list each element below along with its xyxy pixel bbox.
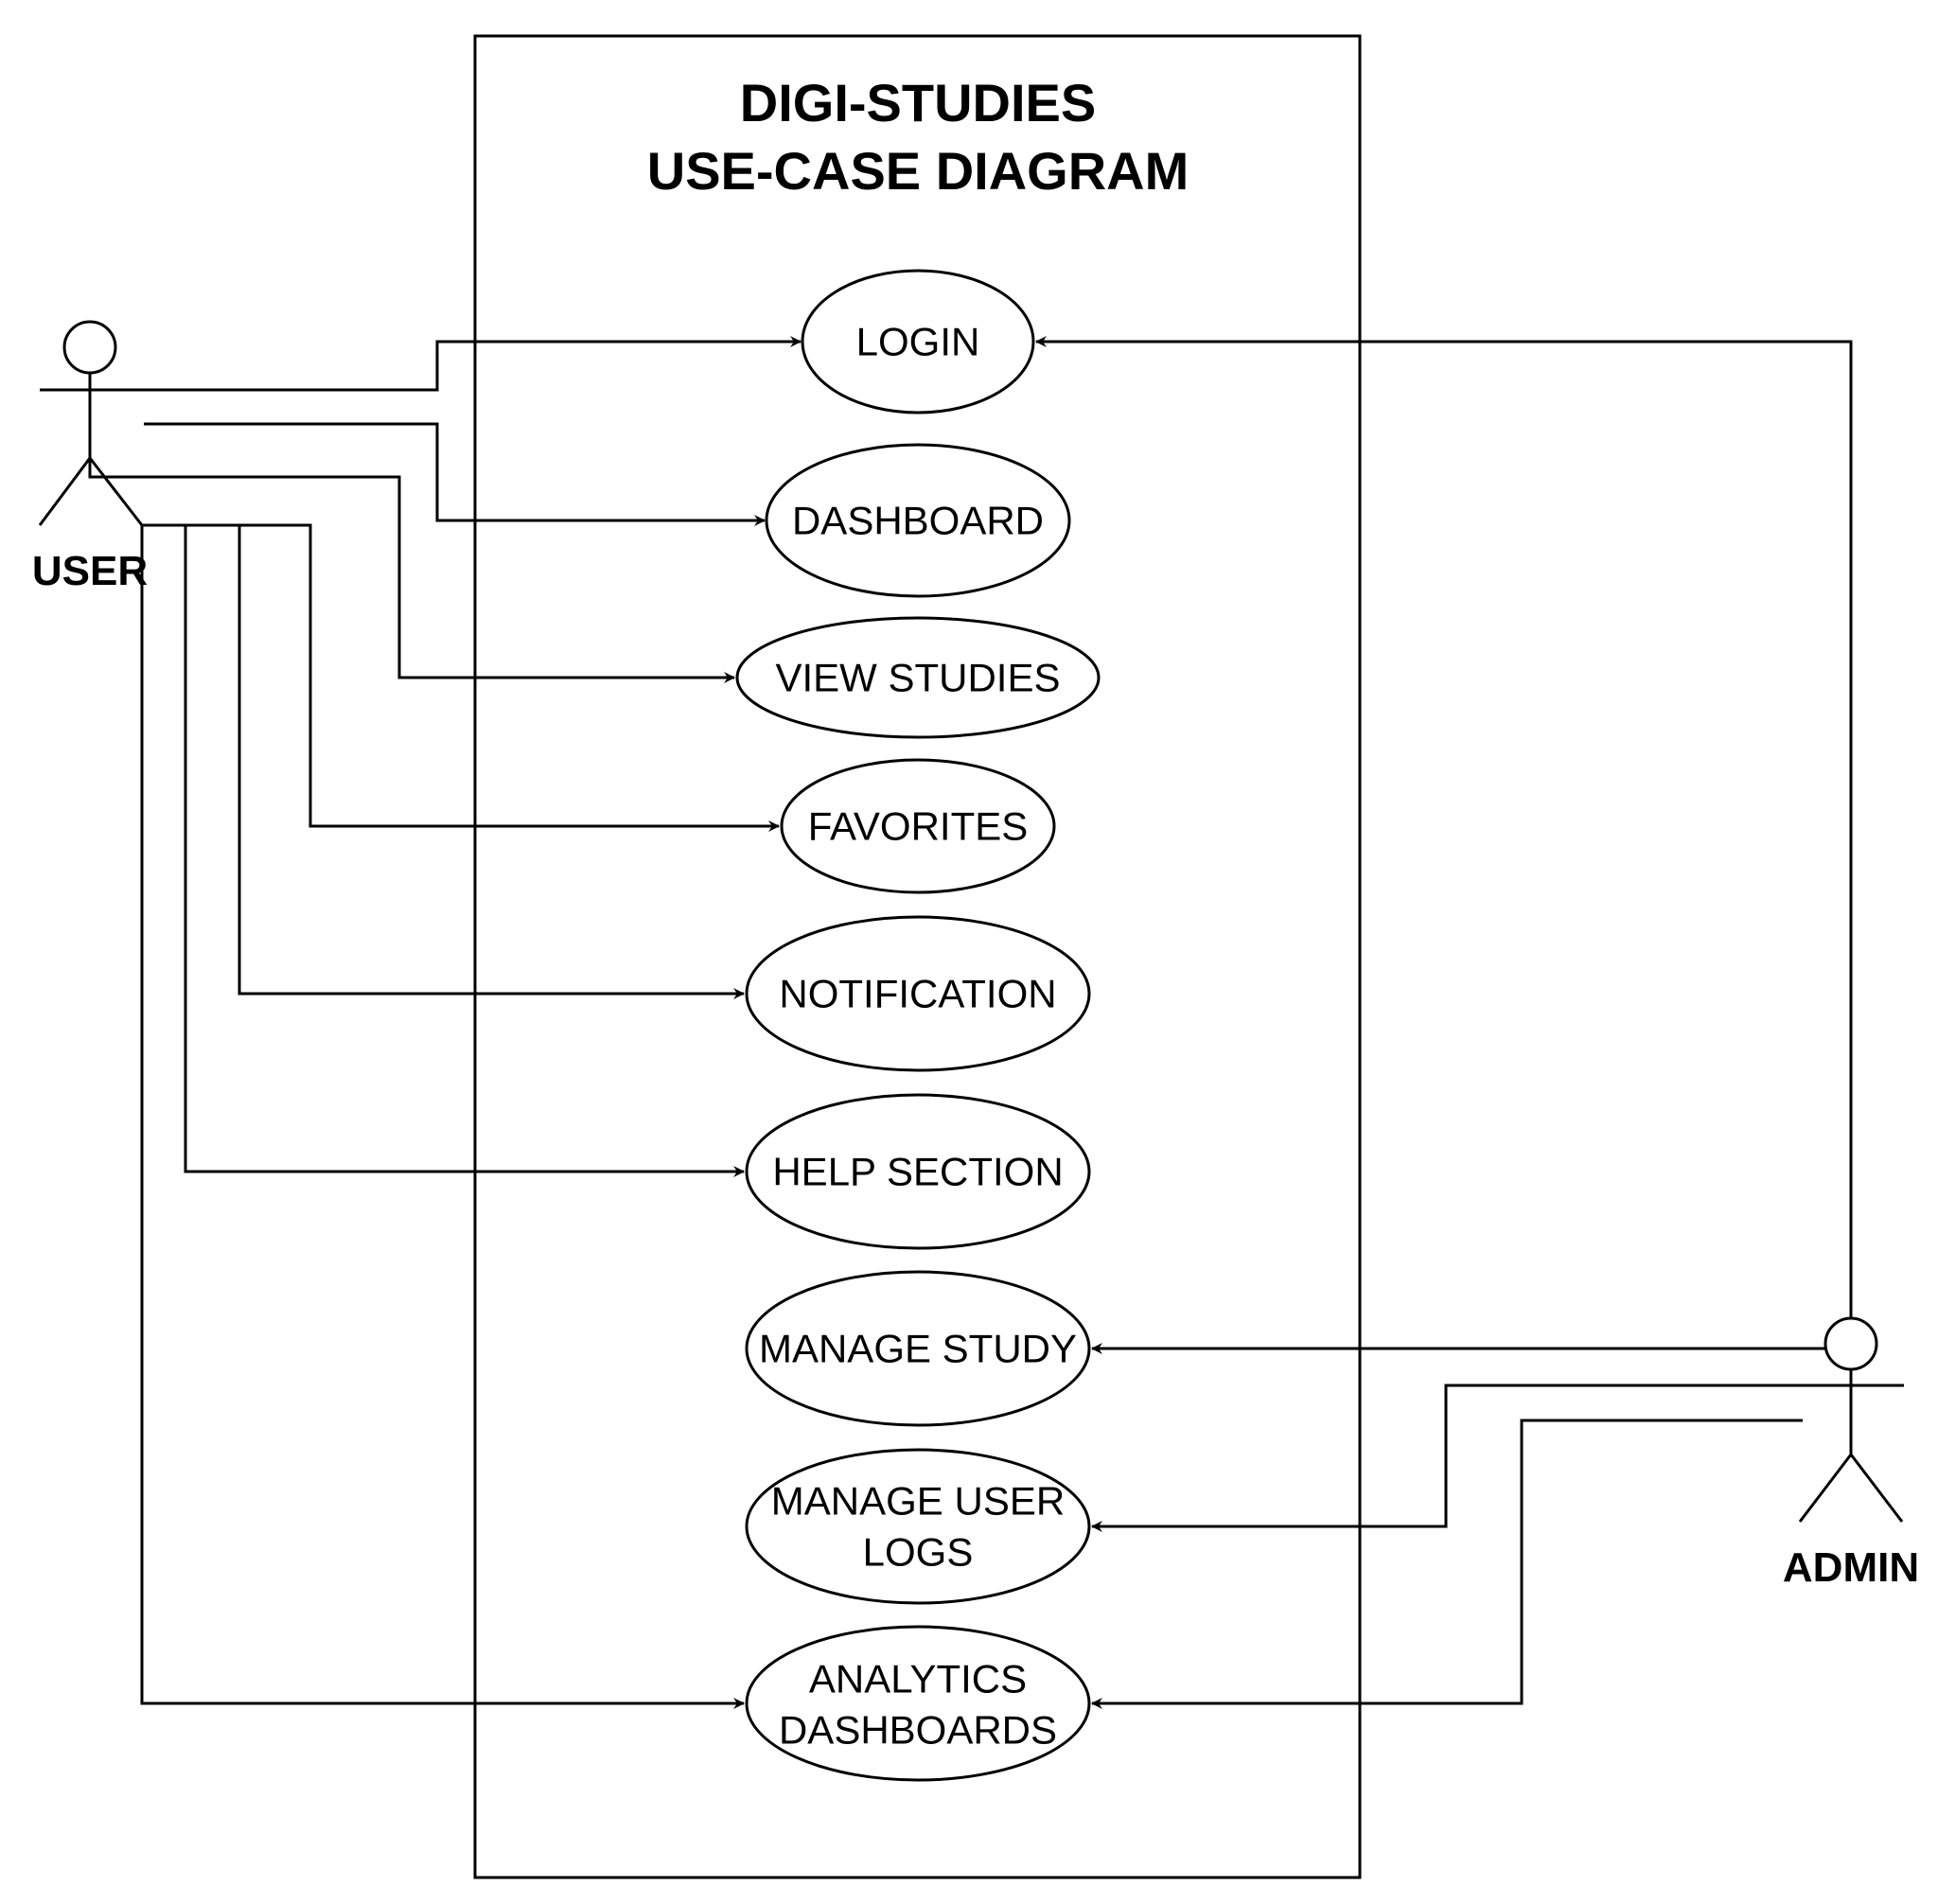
use-case-analytics-dashboards-label-line2: DASHBOARDS [779,1708,1057,1753]
use-case-login-label: LOGIN [856,320,980,364]
use-case-notification[interactable]: NOTIFICATION [745,915,1091,1072]
actor-admin-label: ADMIN [1783,1544,1919,1591]
use-case-manage-user-logs-label-line1: MANAGE USER [771,1479,1065,1524]
actor-admin[interactable]: ADMIN [1783,1316,1919,1591]
use-case-help-section-label: HELP SECTION [772,1150,1063,1194]
use-case-favorites-label: FAVORITES [808,804,1029,849]
connector-user-login [42,336,802,392]
use-case-help-section[interactable]: HELP SECTION [745,1093,1091,1250]
use-case-view-studies-label: VIEW STUDIES [775,656,1060,700]
use-case-analytics-dashboards-label-line1: ANALYTICS [809,1657,1027,1701]
use-case-manage-user-logs-label-line2: LOGS [863,1530,974,1575]
connector-user-analytics [140,525,745,1709]
actor-admin-head [1823,1316,1878,1371]
system-boundary [473,34,1362,1879]
use-case-favorites[interactable]: FAVORITES [780,758,1056,894]
connector-admin-analytics [1091,1419,1803,1709]
diagram-title-line2: USE-CASE DIAGRAM [647,141,1189,201]
use-case-manage-study-label: MANAGE STUDY [759,1327,1077,1371]
connector-user-help-section [142,523,745,1177]
admin-connectors [1035,336,1904,1709]
use-case-manage-study[interactable]: MANAGE STUDY [745,1270,1091,1427]
connector-admin-manage-user-logs [1091,1384,1904,1532]
diagram-title-line1: DIGI-STUDIES [740,73,1096,132]
use-case-analytics-dashboards[interactable]: ANALYTICS DASHBOARDS [745,1625,1091,1782]
connector-user-notification [142,523,745,999]
actor-user[interactable]: USER [32,320,148,594]
connector-user-favorites [142,523,780,832]
use-case-dashboard-label: DASHBOARD [792,499,1044,543]
use-case-login[interactable]: LOGIN [801,269,1035,414]
connector-user-view-studies [88,458,735,683]
actor-user-label: USER [32,548,148,594]
use-case-dashboard[interactable]: DASHBOARD [765,443,1071,598]
use-case-view-studies[interactable]: VIEW STUDIES [735,616,1101,739]
actor-user-head [62,320,117,375]
connector-user-dashboard [144,422,766,526]
user-connectors [42,336,802,1709]
use-case-notification-label: NOTIFICATION [779,972,1056,1016]
connector-admin-login [1035,336,1853,1320]
use-case-manage-user-logs[interactable]: MANAGE USER LOGS [745,1448,1091,1605]
